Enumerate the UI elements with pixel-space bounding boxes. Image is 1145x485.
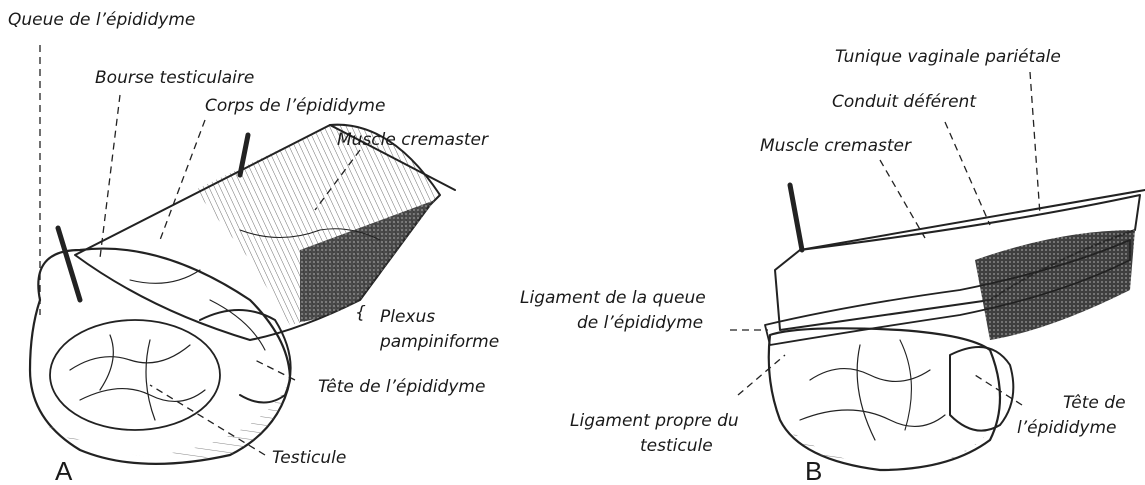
label-ligament-propre-line1: Ligament propre du: [570, 411, 739, 431]
label-plexus-line2: pampiniforme: [379, 332, 499, 352]
label-plexus-line1: Plexus: [380, 307, 435, 327]
label-conduit-deferent: Conduit déférent: [832, 92, 977, 112]
label-tete-line2: l’épididyme: [1017, 418, 1117, 438]
label-bourse-testiculaire: Bourse testiculaire: [95, 68, 254, 88]
panel-letter-a: A: [55, 456, 73, 485]
label-ligament-queue-line1: Ligament de la queue: [520, 288, 706, 308]
panel-letter-b: B: [805, 456, 822, 485]
label-tete-line1: Tête de: [1063, 393, 1126, 413]
plexus-brace: {: [355, 303, 366, 323]
panel-a-illustration: [30, 125, 455, 464]
label-muscle-cremaster-a: Muscle cremaster: [337, 130, 489, 150]
label-corps-epididyme: Corps de l’épididyme: [205, 96, 385, 116]
label-muscle-cremaster-b: Muscle cremaster: [760, 136, 912, 156]
label-ligament-propre-line2: testicule: [640, 436, 713, 456]
label-queue-epididyme: Queue de l’épididyme: [8, 10, 195, 30]
label-tunique-vaginale: Tunique vaginale pariétale: [835, 47, 1061, 67]
label-ligament-queue-line2: de l’épididyme: [577, 313, 703, 333]
label-tete-epididyme-a: Tête de l’épididyme: [318, 377, 485, 397]
label-testicule: Testicule: [272, 448, 346, 468]
